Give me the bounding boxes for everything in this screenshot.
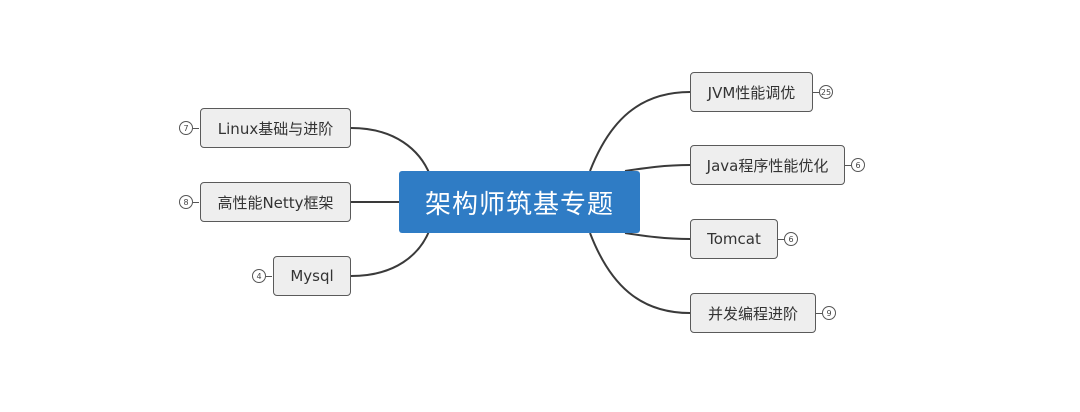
count-badge-linux: 7 [179, 121, 193, 135]
badge-connector [193, 202, 199, 203]
count-badge-mysql: 4 [252, 269, 266, 283]
count-badge-java: 6 [851, 158, 865, 172]
badge-connector [778, 239, 784, 240]
count-badge-tomcat: 6 [784, 232, 798, 246]
connector-mysql [350, 228, 431, 277]
badge-connector [193, 128, 199, 129]
connector-jvm [589, 91, 691, 172]
topic-mysql[interactable]: Mysql [273, 256, 351, 296]
topic-netty[interactable]: 高性能Netty框架 [200, 182, 351, 222]
badge-connector [816, 313, 822, 314]
topic-concurrency[interactable]: 并发编程进阶 [690, 293, 816, 333]
count-badge-jvm: 25 [819, 85, 833, 99]
connector-concurrency [589, 232, 691, 314]
topic-jvm[interactable]: JVM性能调优 [690, 72, 813, 112]
connector-linux [350, 127, 431, 176]
connector-tomcat [624, 232, 691, 240]
topic-linux[interactable]: Linux基础与进阶 [200, 108, 351, 148]
count-badge-concurrency: 9 [822, 306, 836, 320]
central-topic[interactable]: 架构师筑基专题 [399, 171, 640, 233]
topic-java-performance[interactable]: Java程序性能优化 [690, 145, 845, 185]
count-badge-netty: 8 [179, 195, 193, 209]
badge-connector [813, 92, 819, 93]
topic-tomcat[interactable]: Tomcat [690, 219, 778, 259]
badge-connector [266, 276, 272, 277]
connector-java [624, 164, 691, 172]
badge-connector [845, 165, 851, 166]
